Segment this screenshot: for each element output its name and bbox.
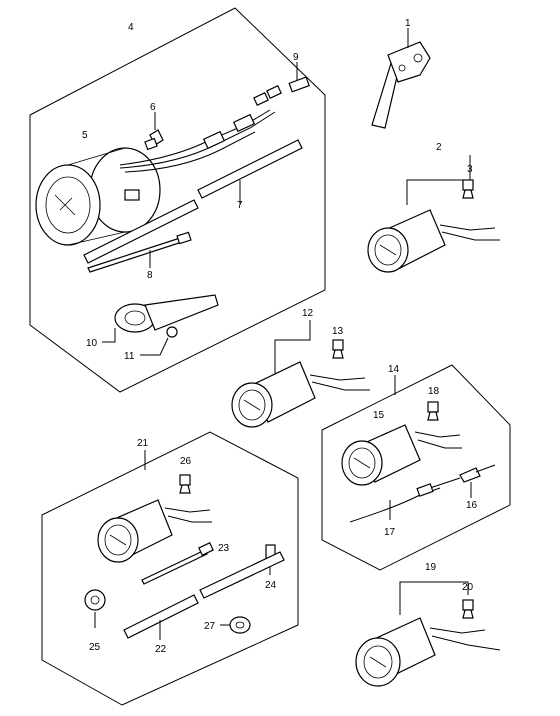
bulb-18-part [427, 401, 439, 421]
callout-14: 14 [388, 364, 400, 375]
callout-6: 6 [150, 102, 156, 113]
gauge-15-part [341, 424, 462, 486]
callout-8: 8 [147, 270, 153, 281]
bulb-13-part [332, 339, 344, 359]
grommet-27-part [229, 616, 251, 634]
tie-23-part [141, 542, 214, 585]
callout-26: 26 [180, 456, 192, 467]
callout-2: 2 [436, 142, 442, 153]
callout-1: 1 [405, 18, 411, 29]
callout-15: 15 [373, 410, 385, 421]
callout-7: 7 [237, 200, 243, 211]
gauge-2-part [367, 209, 500, 273]
gauge-12-part [231, 361, 370, 428]
group-21-outline [41, 431, 299, 706]
callout-12: 12 [302, 308, 314, 319]
gauge-21-part [97, 499, 212, 563]
tie-8-part [87, 231, 192, 273]
callout-23: 23 [218, 543, 230, 554]
callout-9: 9 [293, 52, 299, 63]
callout-5: 5 [82, 130, 88, 141]
bulb-20-part [462, 599, 474, 619]
bulb-26-part [179, 474, 191, 494]
callout-10: 10 [86, 338, 98, 349]
callout-3: 3 [467, 164, 473, 175]
callout-24: 24 [265, 580, 277, 591]
callout-27: 27 [204, 621, 216, 632]
gauge-5-part [35, 147, 161, 246]
callout-11: 11 [124, 351, 135, 362]
callout-17: 17 [384, 527, 396, 538]
callout-16: 16 [466, 500, 478, 511]
bulb-6-part [144, 129, 164, 151]
harness-17-part [349, 483, 441, 523]
tube-7-part [83, 139, 303, 264]
holder-10-part [114, 294, 219, 333]
callout-4: 4 [128, 22, 134, 33]
callout-18: 18 [428, 386, 440, 397]
bulb-3-part [462, 179, 474, 199]
tube-22-part [123, 551, 285, 639]
harness-16-part [429, 464, 496, 489]
gauge-19-part [355, 617, 501, 687]
callout-13: 13 [332, 326, 344, 337]
callout-19: 19 [425, 562, 437, 573]
callout-25: 25 [89, 642, 101, 653]
clip-25-part [84, 589, 106, 611]
screw-11-part [166, 326, 178, 338]
plug-9-part [288, 76, 310, 93]
callout-21: 21 [137, 438, 149, 449]
group-14-outline [321, 364, 511, 571]
callout-20: 20 [462, 582, 474, 593]
group-4-outline [29, 7, 326, 393]
throttle-lever-part [371, 28, 431, 129]
callout-22: 22 [155, 644, 167, 655]
